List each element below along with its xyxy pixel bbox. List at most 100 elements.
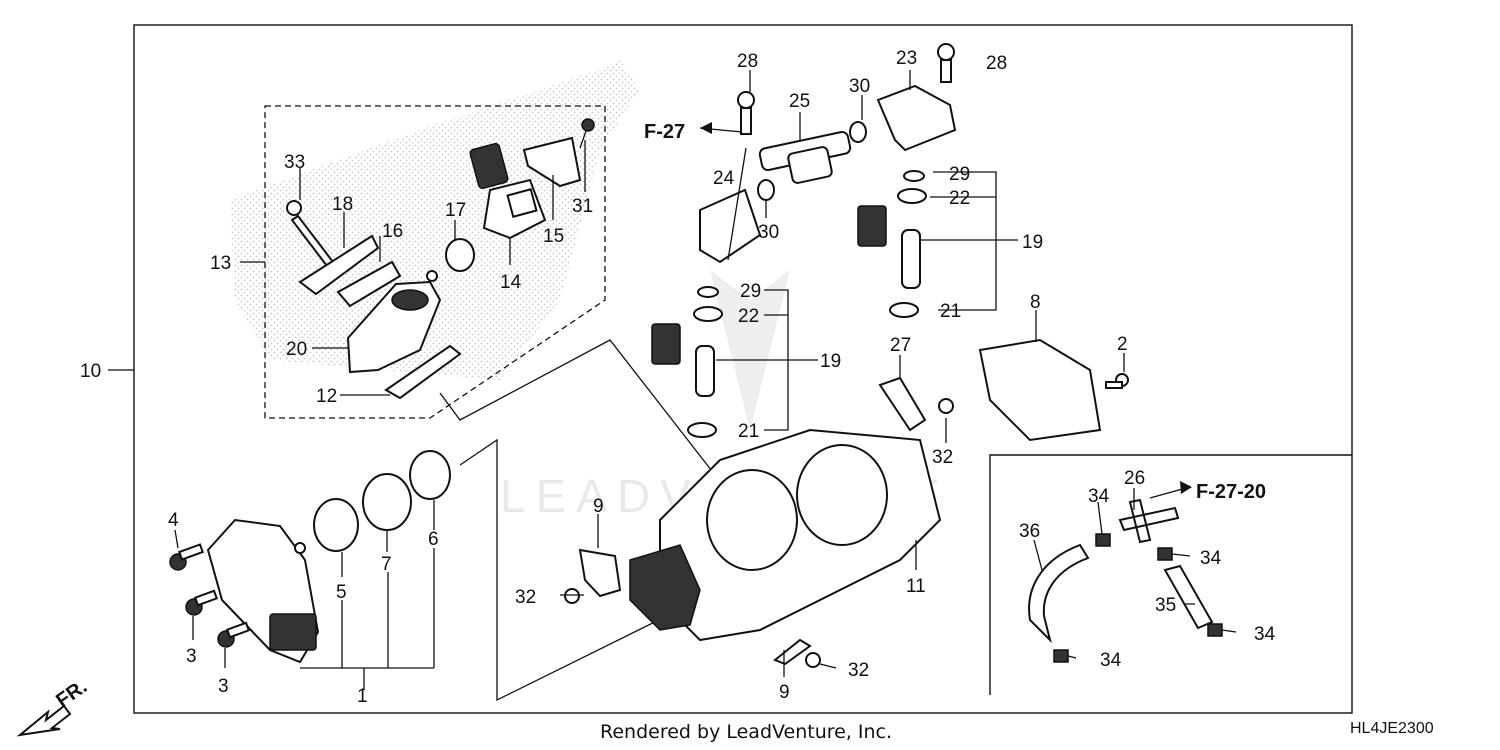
pipe-25 [758, 131, 852, 184]
o-ring-17 [445, 238, 475, 272]
seal-5 [313, 498, 359, 552]
housing-20 [346, 270, 442, 374]
callout-32c: 32 [932, 447, 953, 468]
bolt-32b [805, 652, 821, 668]
watermark-logo [710, 270, 790, 430]
callout-5: 5 [336, 582, 347, 603]
callout-7: 7 [381, 554, 392, 575]
stipple-shading [230, 60, 640, 380]
callout-24: 24 [713, 168, 735, 189]
seal-21a [687, 422, 717, 438]
bolt-32c [938, 398, 954, 414]
front-label: FR. [52, 676, 91, 713]
callout-13: 13 [210, 253, 231, 274]
diagram-code: HL4JE2300 [1350, 720, 1434, 737]
leaders-left [174, 500, 435, 668]
callout-22b: 22 [949, 188, 970, 209]
gasket-15 [522, 136, 582, 188]
callout-28b: 28 [986, 53, 1007, 74]
callout-21b: 21 [940, 301, 961, 322]
bolt-28a [737, 91, 755, 135]
callout-29b: 29 [949, 164, 970, 185]
f2720-arrow-icon [1180, 481, 1192, 494]
callout-31: 31 [572, 196, 593, 217]
callout-1: 1 [357, 686, 368, 707]
callout-32b: 32 [848, 660, 869, 681]
group-13-link [439, 339, 716, 476]
callout-12: 12 [316, 386, 337, 407]
bolt-3a [185, 589, 219, 616]
footer-credit: Rendered by LeadVenture, Inc. [600, 721, 892, 743]
callout-8: 8 [1030, 292, 1041, 313]
callout-34b: 34 [1200, 548, 1222, 569]
callout-9b: 9 [779, 682, 790, 703]
callout-10: 10 [80, 361, 101, 382]
leaders-upper [560, 70, 1125, 677]
screw-31 [579, 118, 595, 149]
front-arrow-icon [16, 704, 72, 737]
callout-3a: 3 [186, 646, 197, 667]
seal-22a [693, 306, 723, 322]
clip-34d [1053, 649, 1069, 663]
ref-f27-20[interactable]: F-27-20 [1196, 481, 1266, 503]
gasket-9a [578, 548, 622, 598]
seal-22b [897, 188, 927, 204]
callout-17: 17 [445, 200, 466, 221]
bolt-3b [217, 621, 251, 648]
joint-23 [876, 84, 957, 152]
plate-27 [878, 376, 927, 432]
sensor-unit-1 [206, 518, 320, 664]
callout-3b: 3 [218, 676, 229, 697]
callout-2: 2 [1117, 334, 1128, 355]
callout-18: 18 [332, 194, 353, 215]
f27-arrow-icon [700, 122, 712, 134]
o-ring-30b [757, 179, 775, 201]
throttle-body-11 [629, 428, 942, 642]
callout-27: 27 [890, 335, 911, 356]
diagram-frame [133, 24, 1353, 714]
callout-11: 11 [906, 576, 926, 597]
callout-15: 15 [543, 226, 564, 247]
callout-9a: 9 [593, 496, 604, 517]
bolt-33 [286, 200, 335, 268]
leaders-hoses [1033, 488, 1237, 659]
joint-24 [699, 188, 762, 264]
callout-22a: 22 [738, 306, 759, 327]
callout-30a: 30 [849, 76, 870, 97]
seal-29a [697, 286, 719, 298]
callout-16: 16 [382, 221, 403, 242]
callout-23: 23 [896, 48, 917, 69]
callout-28a: 28 [737, 51, 758, 72]
o-ring-30a [849, 121, 867, 143]
callout-29a: 29 [740, 281, 761, 302]
hose-35 [1163, 564, 1214, 630]
callout-34d: 34 [1100, 650, 1122, 671]
seal-29b [903, 170, 925, 182]
hose-36 [1028, 543, 1090, 644]
callout-35: 35 [1155, 595, 1176, 616]
seal-7 [362, 473, 412, 531]
callout-34c: 34 [1254, 624, 1276, 645]
subassembly-13-box [264, 105, 606, 419]
callout-26: 26 [1124, 468, 1145, 489]
bolt-28b [937, 43, 955, 83]
bolt-32a [564, 588, 580, 604]
bolt-4 [169, 543, 204, 571]
callout-21a: 21 [738, 421, 759, 442]
callout-34a: 34 [1088, 486, 1110, 507]
callout-25: 25 [789, 91, 810, 112]
gasket-18 [298, 234, 380, 296]
clip-34c [1207, 623, 1223, 637]
gasket-9b [773, 638, 812, 666]
gasket-16 [336, 260, 402, 308]
callout-6: 6 [428, 529, 439, 550]
group-1-link [459, 438, 676, 702]
ref-f27[interactable]: F-27 [644, 121, 685, 143]
sensor-14 [469, 142, 547, 240]
leader-group-1 [300, 548, 435, 690]
joint-26 [1118, 498, 1180, 544]
callout-4: 4 [168, 510, 179, 531]
hose-box [989, 454, 1352, 695]
callout-36: 36 [1019, 521, 1040, 542]
